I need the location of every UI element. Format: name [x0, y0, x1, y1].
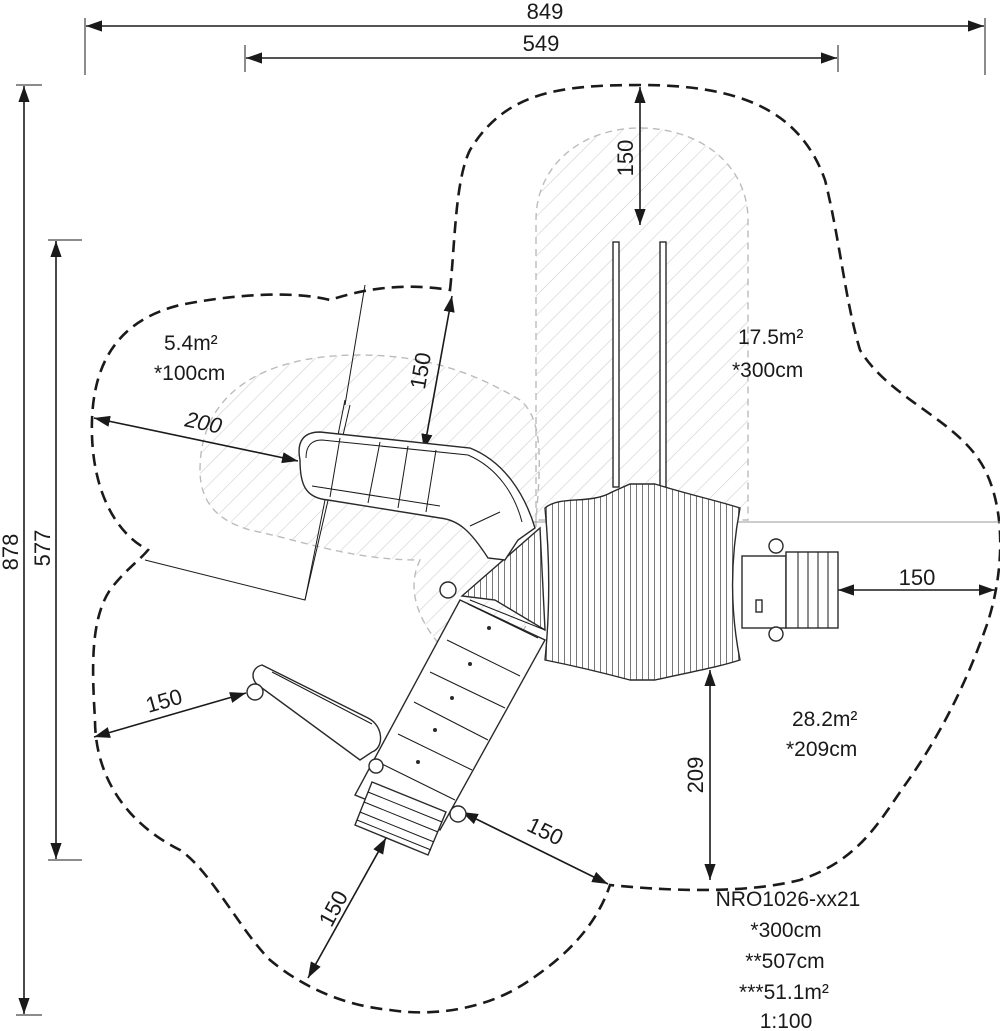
dim-clearance-right: 150	[899, 565, 936, 590]
product-height: *300cm	[750, 919, 821, 942]
dim-inner-width: 549	[523, 31, 560, 56]
dim-clearance-stairs-bottom: 150	[314, 886, 353, 930]
main-deck	[544, 483, 741, 681]
post-stairs	[449, 805, 467, 823]
product-total-area: ***51.1m²	[739, 981, 829, 1004]
main-zone-area: 28.2m²	[792, 708, 857, 731]
side-ladder	[741, 538, 839, 642]
main-zone-height: *209cm	[786, 738, 857, 761]
stair-landing	[354, 781, 447, 856]
safety-area-boundary	[90, 83, 1000, 1014]
dim-clearance-platform: 209	[683, 757, 708, 794]
balance-beam	[246, 664, 384, 774]
dim-overall-width: 849	[527, 0, 564, 24]
dim-overall-depth: 878	[0, 534, 23, 571]
slide-zone-area: 5.4m²	[164, 332, 218, 355]
dim-clearance-top: 150	[613, 140, 638, 177]
pole-zone-height: *300cm	[732, 359, 803, 382]
drawing-scale: 1:100	[760, 1010, 813, 1031]
product-code: NRO1026-xx21	[716, 888, 861, 911]
fireman-poles	[612, 241, 667, 488]
post-connector	[439, 581, 457, 599]
dim-inner-depth: 577	[30, 530, 55, 567]
pole-fall-zone	[535, 127, 749, 521]
pole-zone-area: 17.5m²	[738, 326, 803, 349]
tube-slide	[298, 431, 536, 561]
product-length: **507cm	[745, 950, 824, 973]
slide-zone-height: *100cm	[154, 362, 225, 385]
stair-ladder	[354, 599, 546, 831]
